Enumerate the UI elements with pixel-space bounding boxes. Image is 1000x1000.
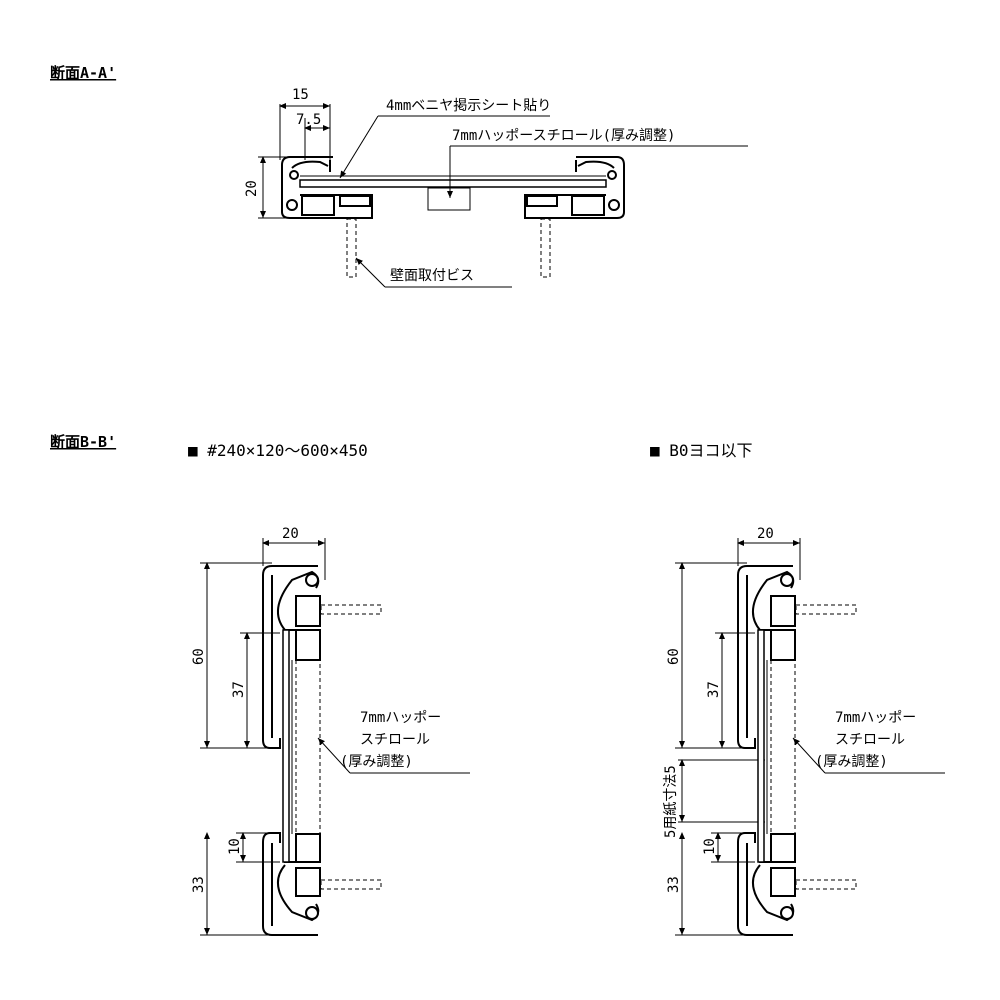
bb-left-label-line2: スチロール <box>360 732 430 748</box>
bb-right-dim-60: 60 <box>666 648 682 665</box>
aa-label-styro: 7mmハッポースチロール(厚み調整) <box>452 128 675 144</box>
bb-left-dim-10: 10 <box>227 838 243 855</box>
bb-right-dim-10: 10 <box>702 838 718 855</box>
aa-dim-20: 20 <box>244 180 260 197</box>
bb-right-heading: ■ B0ヨコ以下 <box>650 441 753 460</box>
bb-left-heading: ■ #240×120～600×450 <box>188 441 368 460</box>
bb-right-dim-33: 33 <box>666 876 682 893</box>
bb-left-dim-60: 60 <box>191 648 207 665</box>
section-aa-drawing: 15 7.5 20 <box>244 87 748 288</box>
bb-right-label-line3: (厚み調整) <box>815 754 888 770</box>
bb-left-dim-37: 37 <box>231 681 247 698</box>
bb-left-label-line3: (厚み調整) <box>340 754 413 770</box>
bb-right-label-line2: スチロール <box>835 732 905 748</box>
aa-dim-7-5: 7.5 <box>296 112 321 128</box>
bb-right-dim-20: 20 <box>757 526 774 542</box>
bb-right-dim-paper: 5用紙寸法5 <box>663 765 679 838</box>
bb-left-dim-33: 33 <box>191 876 207 893</box>
bb-left-dim-20: 20 <box>282 526 299 542</box>
section-aa-title: 断面A-A' <box>50 64 116 82</box>
section-bb-left-drawing: 20 60 37 10 33 <box>191 526 470 936</box>
section-bb-title: 断面B-B' <box>50 433 116 451</box>
aa-dim-15: 15 <box>292 87 309 103</box>
bb-left-label-line1: 7mmハッポー <box>360 710 441 726</box>
bb-right-dim-37: 37 <box>706 681 722 698</box>
bb-right-label-line1: 7mmハッポー <box>835 710 916 726</box>
aa-label-screw: 壁面取付ビス <box>390 268 474 284</box>
aa-label-sheet: 4mmベニヤ掲示シート貼り <box>386 98 551 114</box>
section-bb-right-drawing: 20 60 37 5用紙寸法5 10 33 <box>663 526 945 936</box>
